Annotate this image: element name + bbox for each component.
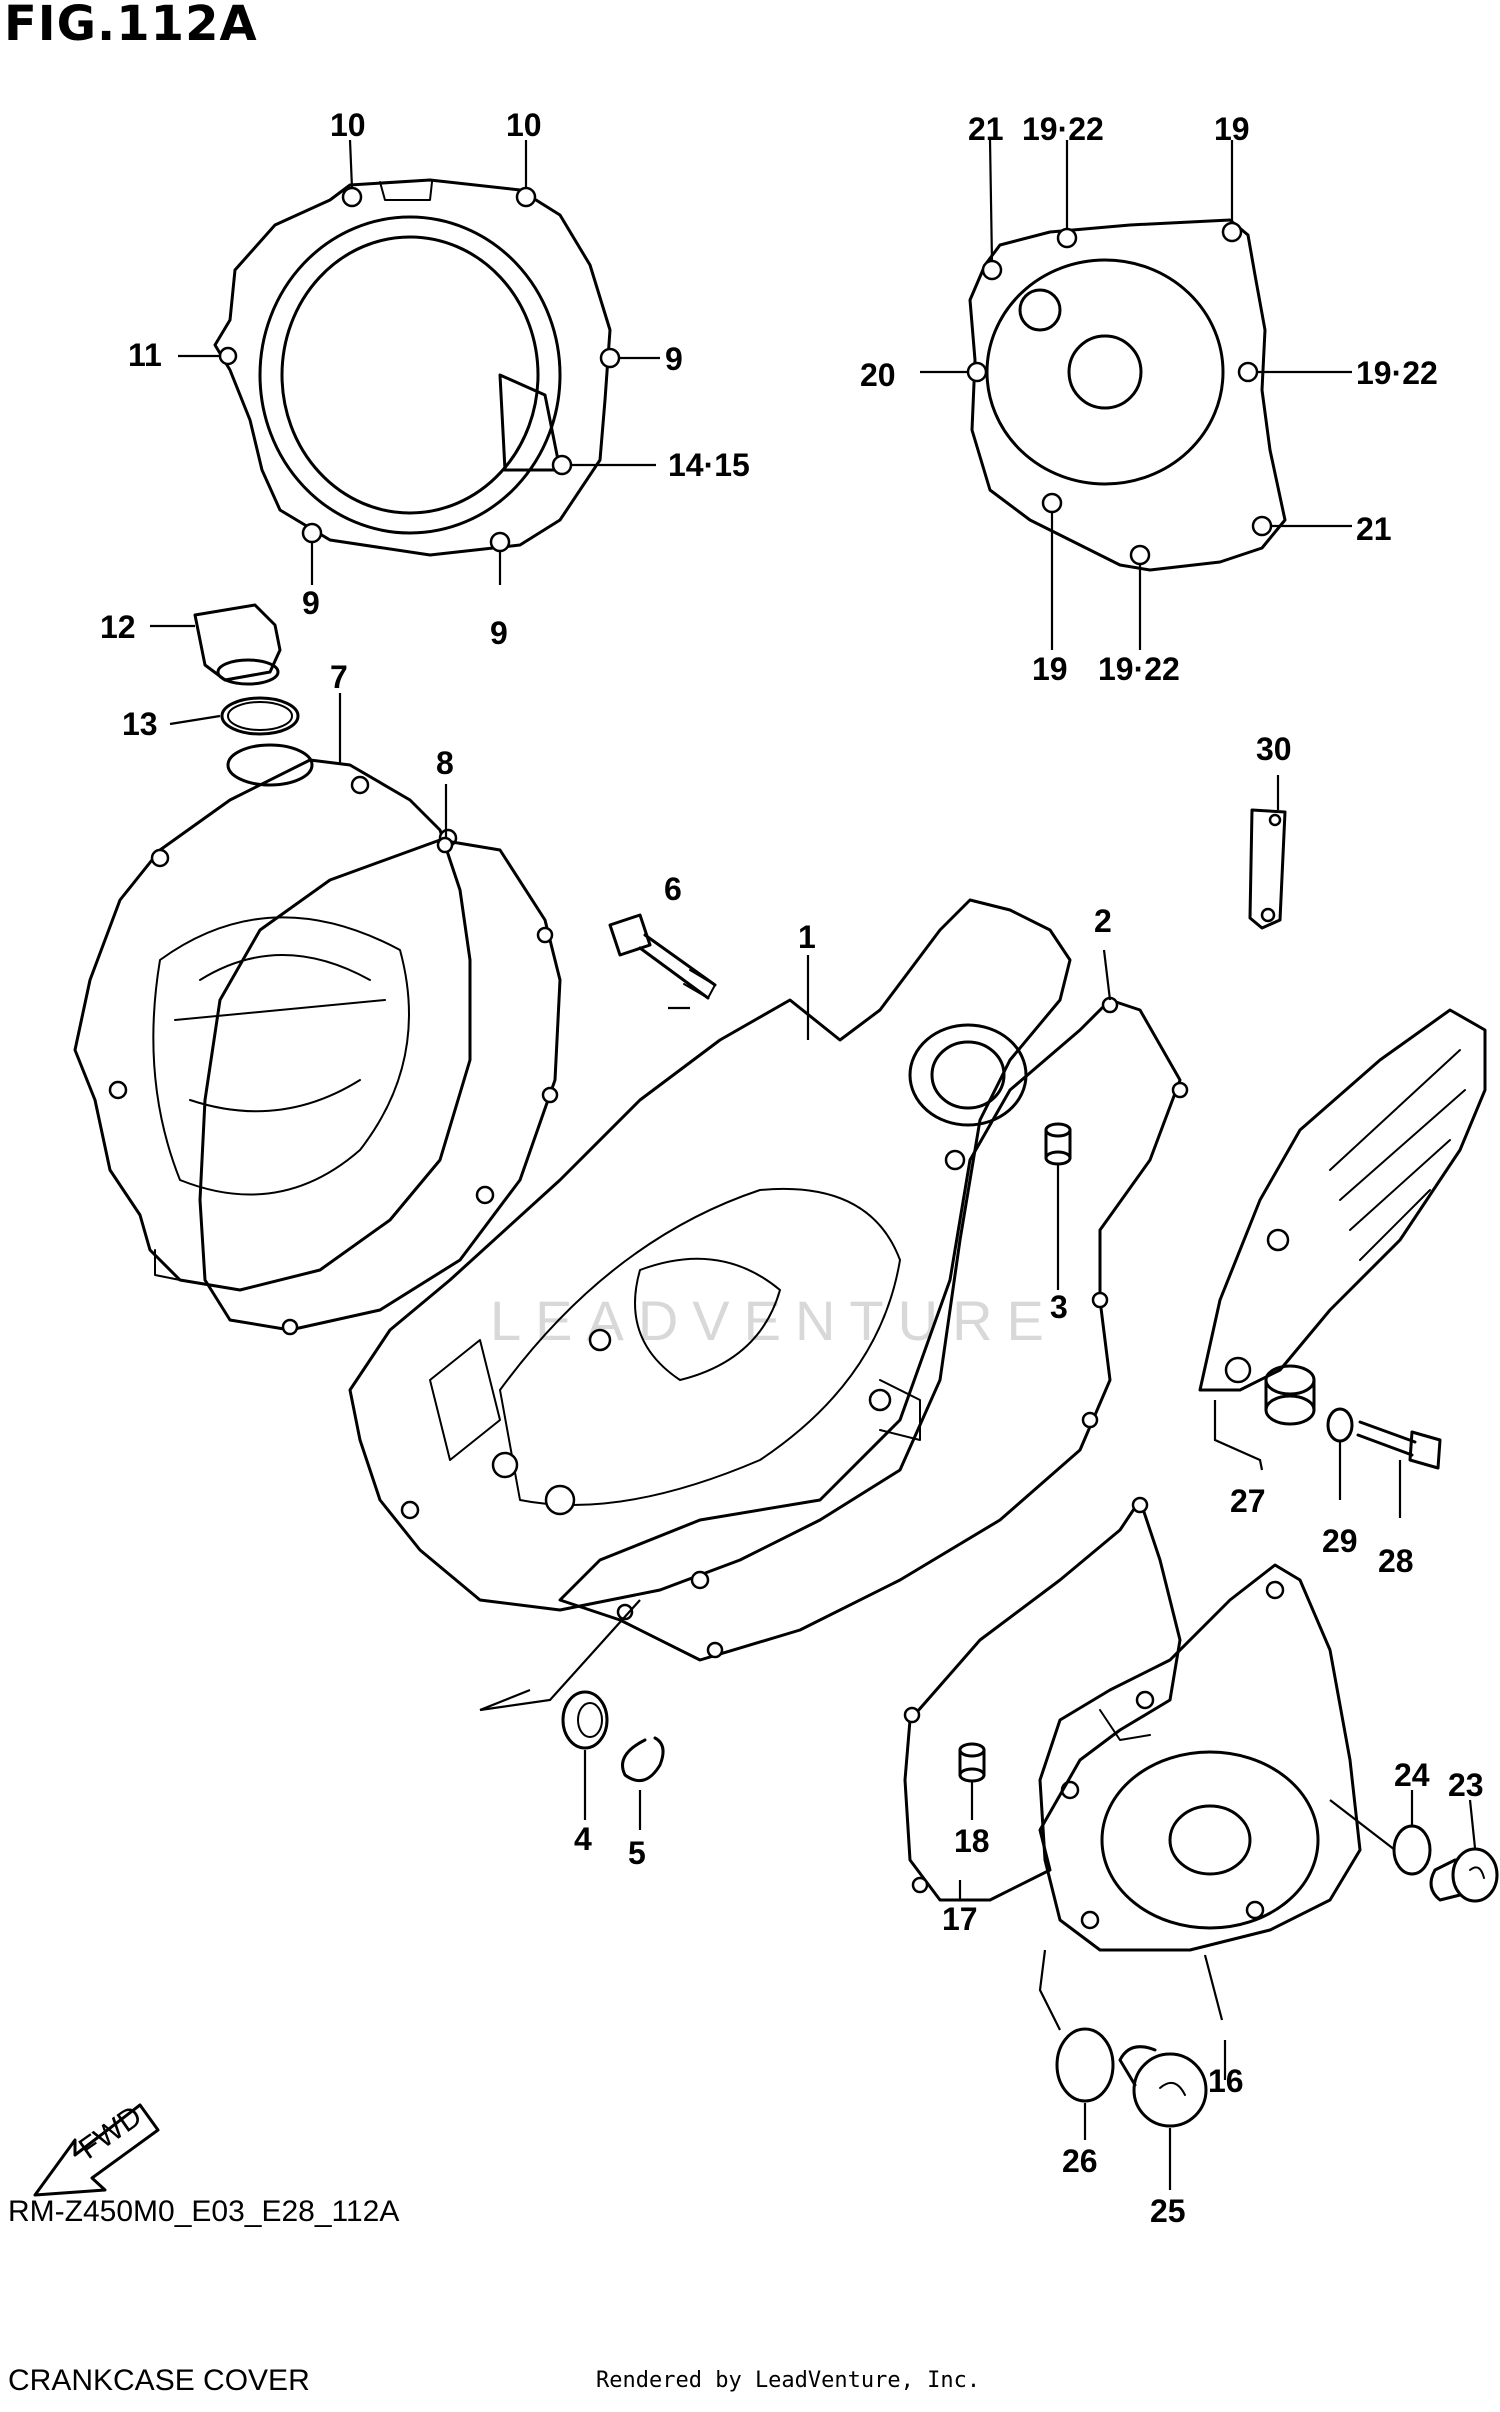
callout-19-top: 19	[1214, 111, 1250, 147]
callout-9-left: 9	[302, 585, 320, 621]
callout-12: 12	[100, 609, 136, 645]
magneto-gear-cover	[1038, 1563, 1362, 1952]
oil-filler-cap	[193, 603, 300, 736]
clutch-cover-top	[213, 178, 621, 557]
callout-16: 16	[1208, 2063, 1244, 2099]
dowel-pin-3	[1044, 1122, 1072, 1166]
callout-29: 29	[1322, 1523, 1358, 1559]
washer-29	[1326, 1407, 1354, 1443]
callout-19-22-bottom: 19·22	[1098, 651, 1180, 687]
clutch-cover-outer	[73, 743, 495, 1292]
callout-19-22-top: 19·22	[1022, 111, 1104, 147]
callout-14-15: 14·15	[668, 447, 750, 483]
bolt-part-6	[608, 913, 717, 1000]
callout-28: 28	[1378, 1543, 1414, 1579]
oil-seal-4	[561, 1690, 609, 1750]
callout-4: 4	[574, 1821, 592, 1857]
callout-18: 18	[954, 1823, 990, 1859]
callout-17: 17	[942, 1901, 978, 1937]
callout-25: 25	[1150, 2193, 1186, 2229]
figure-title: FIG.112A	[4, 0, 258, 52]
circlip-5	[621, 1736, 665, 1783]
callout-7: 7	[330, 659, 348, 695]
magneto-cover-top	[966, 218, 1287, 572]
leader-lines	[150, 139, 1477, 2190]
plug-25	[1118, 2045, 1208, 2128]
crankcase-gasket	[558, 996, 1189, 1662]
callout-30: 30	[1256, 731, 1292, 767]
callout-20: 20	[860, 357, 896, 393]
model-code: RM-Z450M0_E03_E28_112A	[8, 2195, 400, 2228]
callout-8: 8	[436, 745, 454, 781]
render-credit: Rendered by LeadVenture, Inc.	[596, 2368, 981, 2393]
callout-3: 3	[1050, 1289, 1068, 1325]
callout-9-right: 9	[665, 341, 683, 377]
chain-guide-27	[1198, 1008, 1487, 1392]
plug-23	[1429, 1847, 1499, 1903]
callout-19-bottom: 19	[1032, 651, 1068, 687]
callout-labels: 10 10 11 9 14·15 9 9 12 13 7 8 6 1 2 3 2…	[100, 107, 1484, 2229]
callout-11: 11	[128, 337, 162, 373]
callout-19-22-right: 19·22	[1356, 355, 1438, 391]
callout-6: 6	[664, 871, 682, 907]
clamp-30	[1248, 808, 1287, 930]
callout-9-bottom: 9	[490, 615, 508, 651]
forward-arrow-icon: FWD	[33, 2100, 160, 2197]
clutch-cover-gasket	[198, 836, 562, 1336]
crankcase-body	[348, 898, 1072, 1612]
callout-27: 27	[1230, 1483, 1266, 1519]
o-ring-26	[1055, 2027, 1115, 2103]
callout-10-right: 10	[506, 107, 542, 143]
bolt-28	[1356, 1420, 1442, 1470]
callout-10-left: 10	[330, 107, 366, 143]
callout-13: 13	[122, 706, 158, 742]
collar-27	[1264, 1364, 1316, 1426]
figure-name: CRANKCASE COVER	[8, 2364, 310, 2397]
callout-2: 2	[1094, 903, 1112, 939]
watermark-text: LEADVENTURE	[490, 1289, 1058, 1352]
callout-21-right: 21	[1356, 511, 1392, 547]
callout-21-top: 21	[968, 111, 1004, 147]
callout-5: 5	[628, 1835, 646, 1871]
gear-cover-gasket	[903, 1496, 1182, 1902]
fwd-label: FWD	[73, 2100, 148, 2166]
o-ring-24	[1392, 1824, 1432, 1876]
callout-24: 24	[1394, 1757, 1430, 1793]
callout-23: 23	[1448, 1767, 1484, 1803]
callout-1: 1	[798, 919, 816, 955]
callout-26: 26	[1062, 2143, 1098, 2179]
dowel-pin-18	[958, 1742, 986, 1783]
